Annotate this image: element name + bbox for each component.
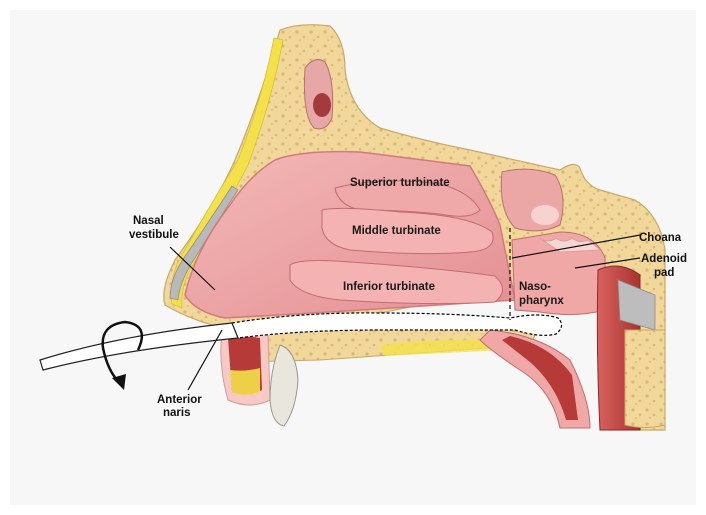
- label-nasopharynx-line1: Naso-: [519, 281, 551, 293]
- label-choana: Choana: [639, 232, 682, 244]
- label-adenoid-pad-line2: pad: [654, 267, 674, 279]
- label-inferior-turbinate: Inferior turbinate: [343, 281, 435, 293]
- label-anterior-naris-line1: Anterior: [157, 394, 202, 406]
- label-middle-turbinate: Middle turbinate: [352, 225, 441, 237]
- label-superior-turbinate: Superior turbinate: [350, 177, 450, 189]
- vertebra: [625, 330, 665, 428]
- label-nasal-vestibule-line2: vestibule: [129, 229, 179, 241]
- label-adenoid-pad-line1: Adenoid: [641, 253, 687, 265]
- lip-fat: [230, 368, 260, 395]
- label-anterior-naris-line2: naris: [163, 407, 191, 419]
- label-nasal-vestibule-line1: Nasal: [133, 215, 164, 227]
- label-nasopharynx-line2: pharynx: [519, 295, 564, 307]
